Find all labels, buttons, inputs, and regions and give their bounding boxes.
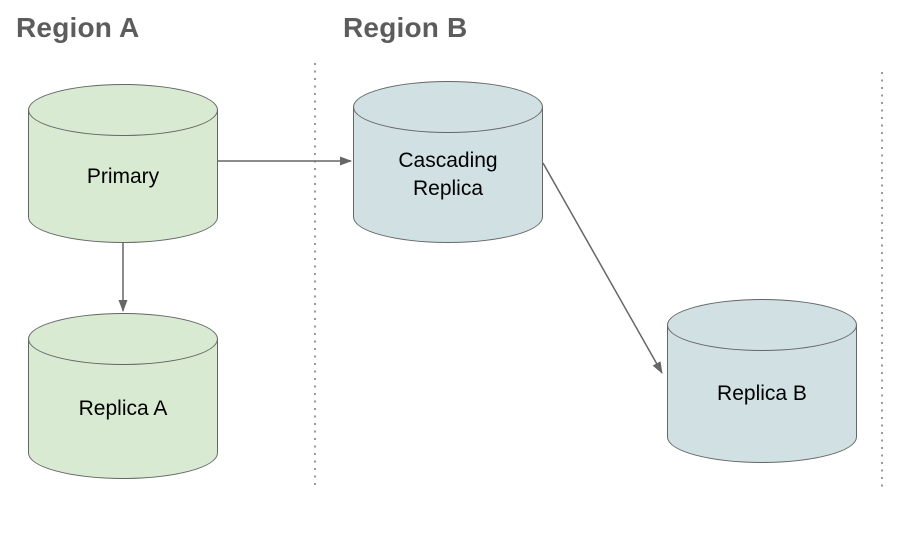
- replica-b-db-cylinder: Replica B: [667, 299, 857, 463]
- cascading-replica-db-label: Cascading Replica: [398, 149, 498, 200]
- primary-db-label: Primary: [86, 164, 160, 188]
- cylinder-top-ellipse: [667, 299, 857, 351]
- arrow-cascading-replica-to-replica-b: [542, 162, 663, 374]
- replica-b-db-label: Replica B: [717, 382, 807, 405]
- cylinder-top-ellipse: [353, 81, 543, 133]
- cylinder-top-ellipse: [28, 84, 218, 136]
- region-b-title: Region B: [343, 12, 468, 43]
- cylinder-top-ellipse: [28, 313, 218, 365]
- region-a-title: Region A: [16, 12, 140, 43]
- replica-a-db-cylinder: Replica A: [28, 313, 218, 479]
- primary-db-cylinder: Primary: [28, 84, 218, 243]
- replica-a-db-label: Replica A: [78, 397, 168, 420]
- cascading-replica-db-cylinder: Cascading Replica: [353, 81, 543, 243]
